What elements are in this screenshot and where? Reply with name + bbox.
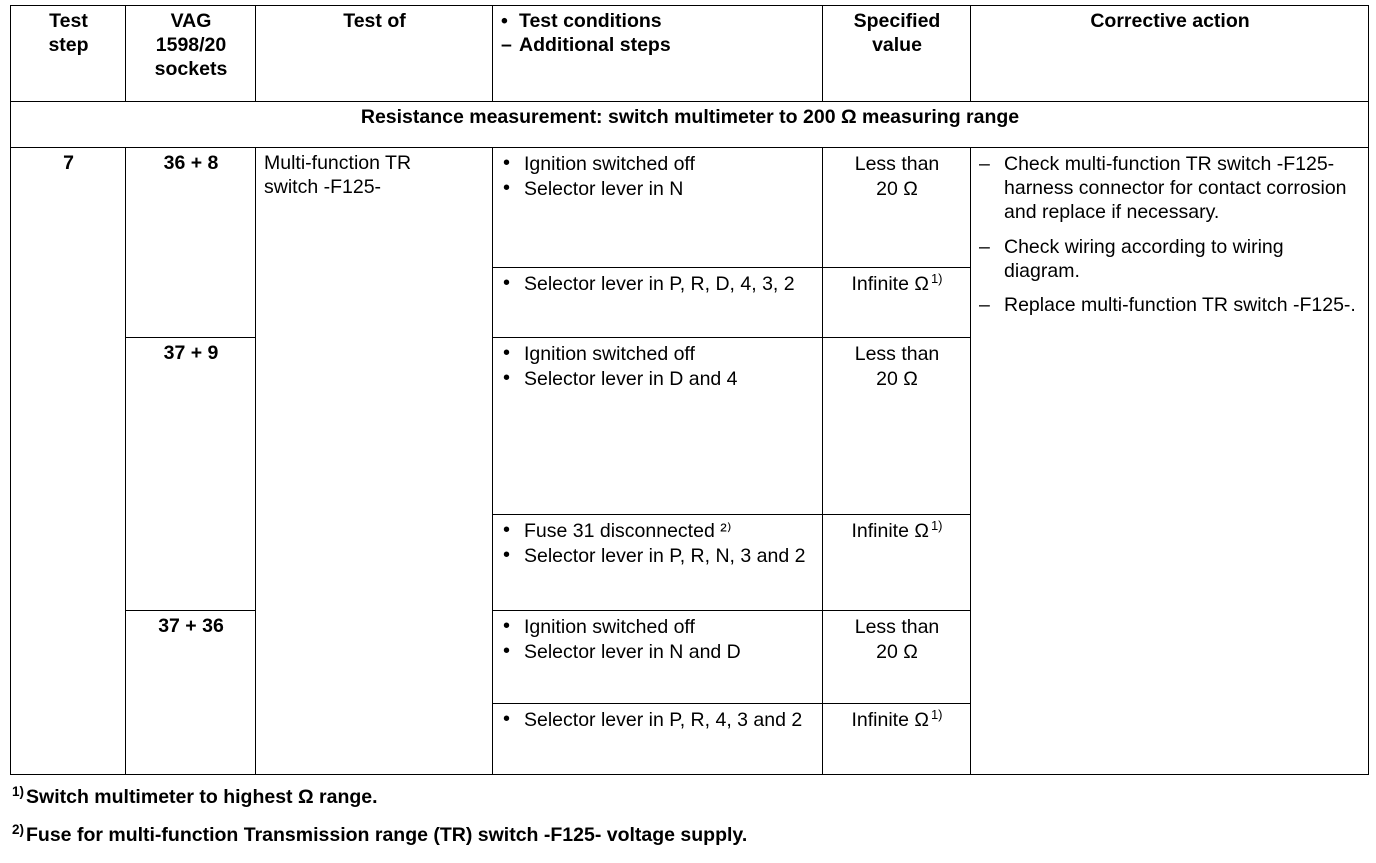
table-row: Selector lever in P, R, D, 4, 3, 2 Infin… (11, 267, 1369, 338)
footnote-1-marker: 1) (12, 783, 25, 799)
footnote-ref: 1) (930, 517, 943, 533)
table-header-row: Test step VAG 1598/20 sockets Test of • … (10, 5, 1369, 102)
footnote-2-text: Fuse for multi-function Transmission ran… (26, 824, 748, 847)
cell-corrective-action: Check multi-function TR switch -F125- ha… (970, 147, 1369, 775)
corrective-action-list: Check multi-function TR switch -F125- ha… (979, 152, 1361, 317)
header-vag-sockets: VAG 1598/20 sockets (125, 5, 256, 102)
list-item: Selector lever in N and D (501, 639, 815, 664)
test-step-table: Test step VAG 1598/20 sockets Test of • … (10, 5, 1369, 775)
cell-specified-value: Less than 20 Ω (822, 610, 971, 704)
cell-vag-sockets: 36 + 8 (125, 147, 256, 338)
condition-list: Selector lever in P, R, D, 4, 3, 2 (501, 271, 815, 296)
footnote-2: 2)Fuse for multi-function Transmission r… (12, 821, 1352, 847)
cell-vag-sockets: 37 + 36 (125, 610, 256, 775)
condition-list: Ignition switched off Selector lever in … (501, 341, 815, 391)
list-item: Selector lever in N (501, 176, 815, 201)
header-corrective-action: Corrective action (970, 5, 1369, 102)
cell-test-conditions: Fuse 31 disconnected ²⁾ Selector lever i… (492, 514, 823, 611)
table-row: Selector lever in P, R, 4, 3 and 2 Infin… (11, 703, 1369, 775)
cell-test-conditions: Ignition switched off Selector lever in … (492, 610, 823, 704)
cell-specified-value: Less than 20 Ω (822, 337, 971, 515)
list-item: Check multi-function TR switch -F125- ha… (979, 152, 1361, 225)
header-test-step: Test step (10, 5, 126, 102)
cell-test-of: Multi-function TR switch -F125- (255, 147, 493, 775)
footnote-1: 1)Switch multimeter to highest Ω range. (12, 783, 1352, 809)
cell-test-conditions: Ignition switched off Selector lever in … (492, 147, 823, 268)
list-item: Selector lever in P, R, 4, 3 and 2 (501, 707, 815, 732)
table-row: 37 + 9 Ignition switched off Selector le… (11, 337, 1369, 611)
list-item: Ignition switched off (501, 151, 815, 176)
cell-test-conditions: Ignition switched off Selector lever in … (492, 337, 823, 515)
table-row: 7 36 + 8 Multi-function TR switch -F125-… (10, 147, 1369, 775)
header-test-conditions: • Test conditions – Additional steps (492, 5, 823, 102)
footnotes-block: 1)Switch multimeter to highest Ω range. … (12, 783, 1352, 863)
list-item: Ignition switched off (501, 614, 815, 639)
footnote-2-marker: 2) (12, 821, 25, 837)
footnote-1-text: Switch multimeter to highest Ω range. (26, 786, 378, 808)
list-item: Selector lever in D and 4 (501, 366, 815, 391)
banner-row: Resistance measurement: switch multimete… (10, 101, 1369, 148)
resistance-measurement-banner: Resistance measurement: switch multimete… (10, 101, 1369, 148)
condition-list: Fuse 31 disconnected ²⁾ Selector lever i… (501, 518, 815, 568)
bullet-marker-icon: • (501, 10, 508, 32)
footnote-ref: 1) (930, 270, 943, 286)
cell-vag-sockets: 37 + 9 (125, 337, 256, 611)
condition-list: Ignition switched off Selector lever in … (501, 614, 815, 664)
list-item: Selector lever in P, R, N, 3 and 2 (501, 543, 815, 568)
list-item: Selector lever in P, R, D, 4, 3, 2 (501, 271, 815, 296)
header-specified-value: Specified value (822, 5, 971, 102)
cell-test-conditions: Selector lever in P, R, 4, 3 and 2 (492, 703, 823, 775)
list-item: Check wiring according to wiring diagram… (979, 235, 1361, 283)
condition-list: Selector lever in P, R, 4, 3 and 2 (501, 707, 815, 732)
table-row: 37 + 36 Ignition switched off Selector l… (11, 610, 1369, 775)
cell-specified-value: Less than 20 Ω (822, 147, 971, 268)
footnote-ref: 1) (930, 706, 943, 722)
dash-marker-icon: – (501, 33, 512, 56)
list-item: Ignition switched off (501, 341, 815, 366)
table-row: Fuse 31 disconnected ²⁾ Selector lever i… (11, 514, 1369, 611)
list-item: Fuse 31 disconnected ²⁾ (501, 518, 815, 543)
cell-test-step: 7 (10, 147, 126, 775)
cell-test-conditions: Selector lever in P, R, D, 4, 3, 2 (492, 267, 823, 338)
condition-list: Ignition switched off Selector lever in … (501, 151, 815, 201)
list-item: Replace multi-function TR switch -F125-. (979, 293, 1361, 317)
header-test-of: Test of (255, 5, 493, 102)
